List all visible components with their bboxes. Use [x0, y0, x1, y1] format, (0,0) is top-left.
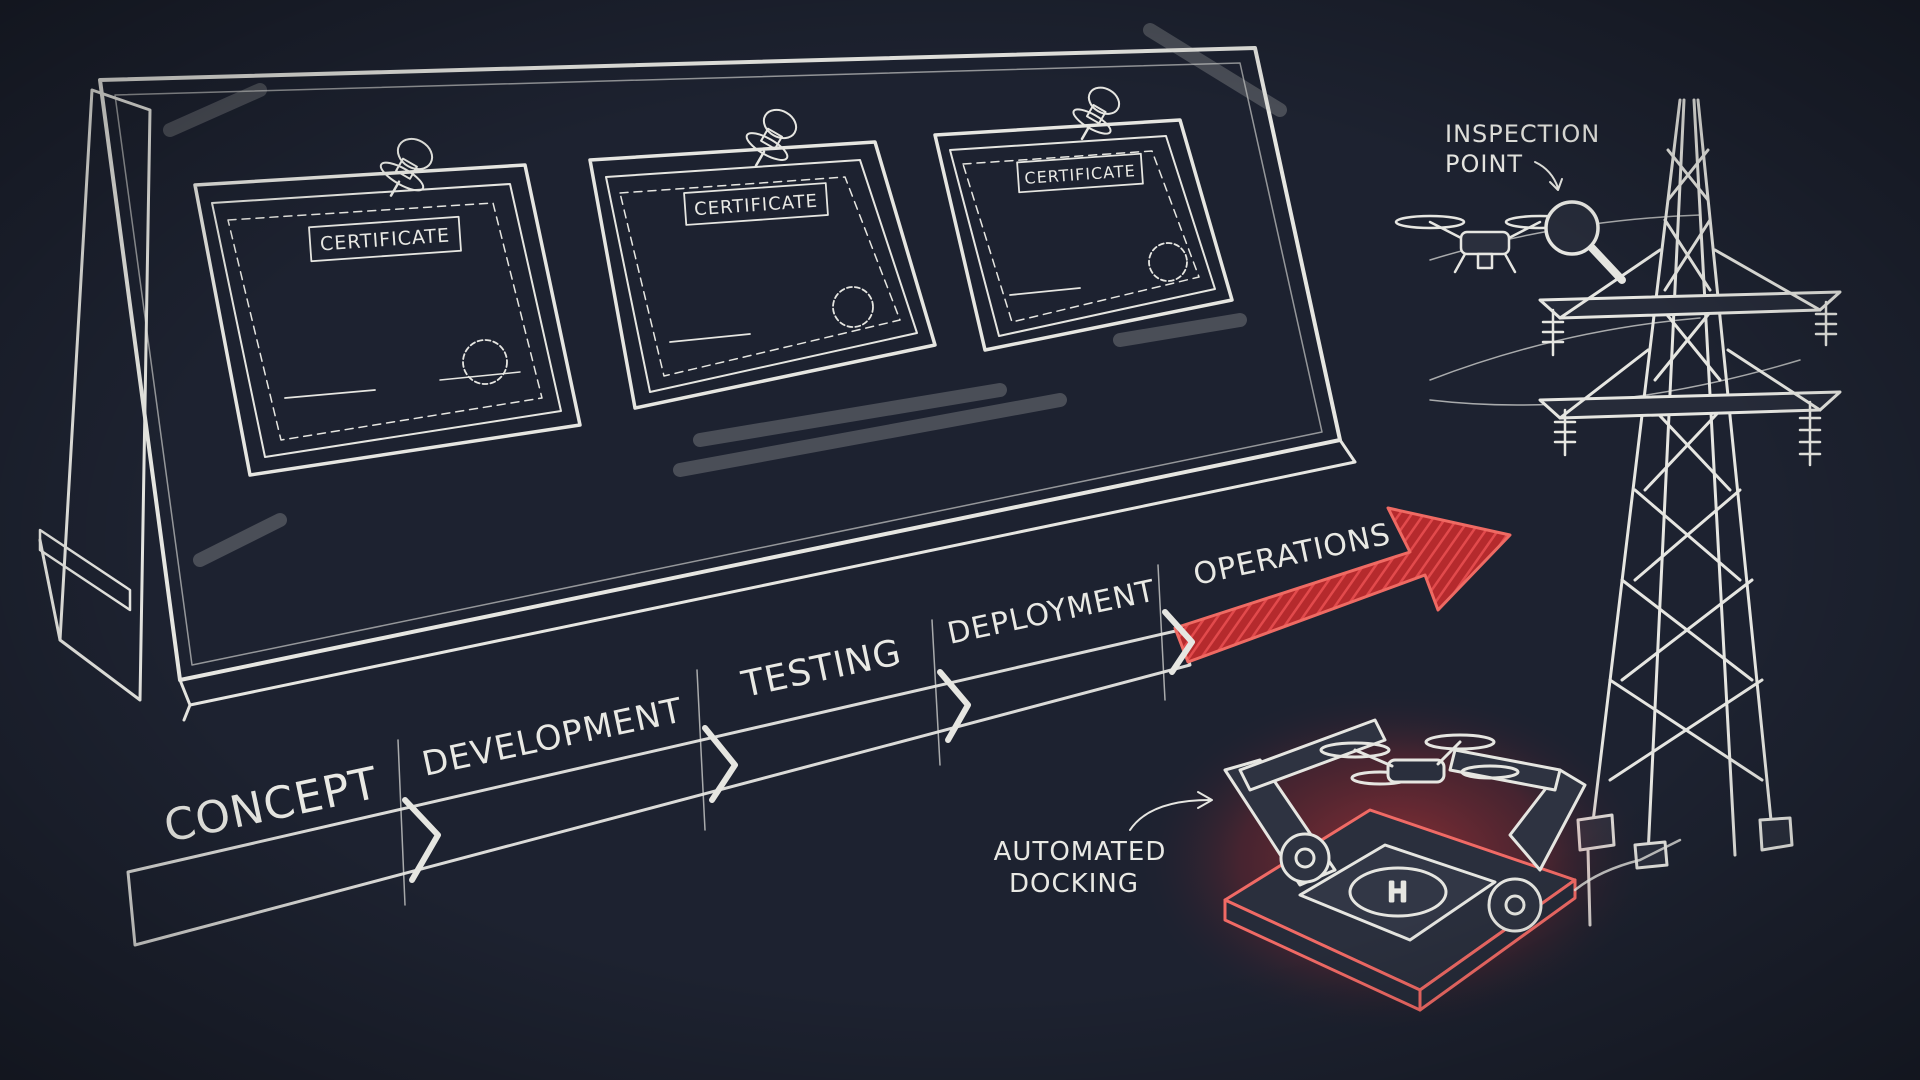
docking-label-line2: DOCKING [1009, 869, 1139, 899]
inspection-label-line2: POINT [1445, 150, 1523, 178]
docking-label-line1: AUTOMATED [994, 837, 1167, 867]
helipad-mark: H [1388, 878, 1409, 908]
inspection-label-line1: INSPECTION [1445, 120, 1600, 148]
